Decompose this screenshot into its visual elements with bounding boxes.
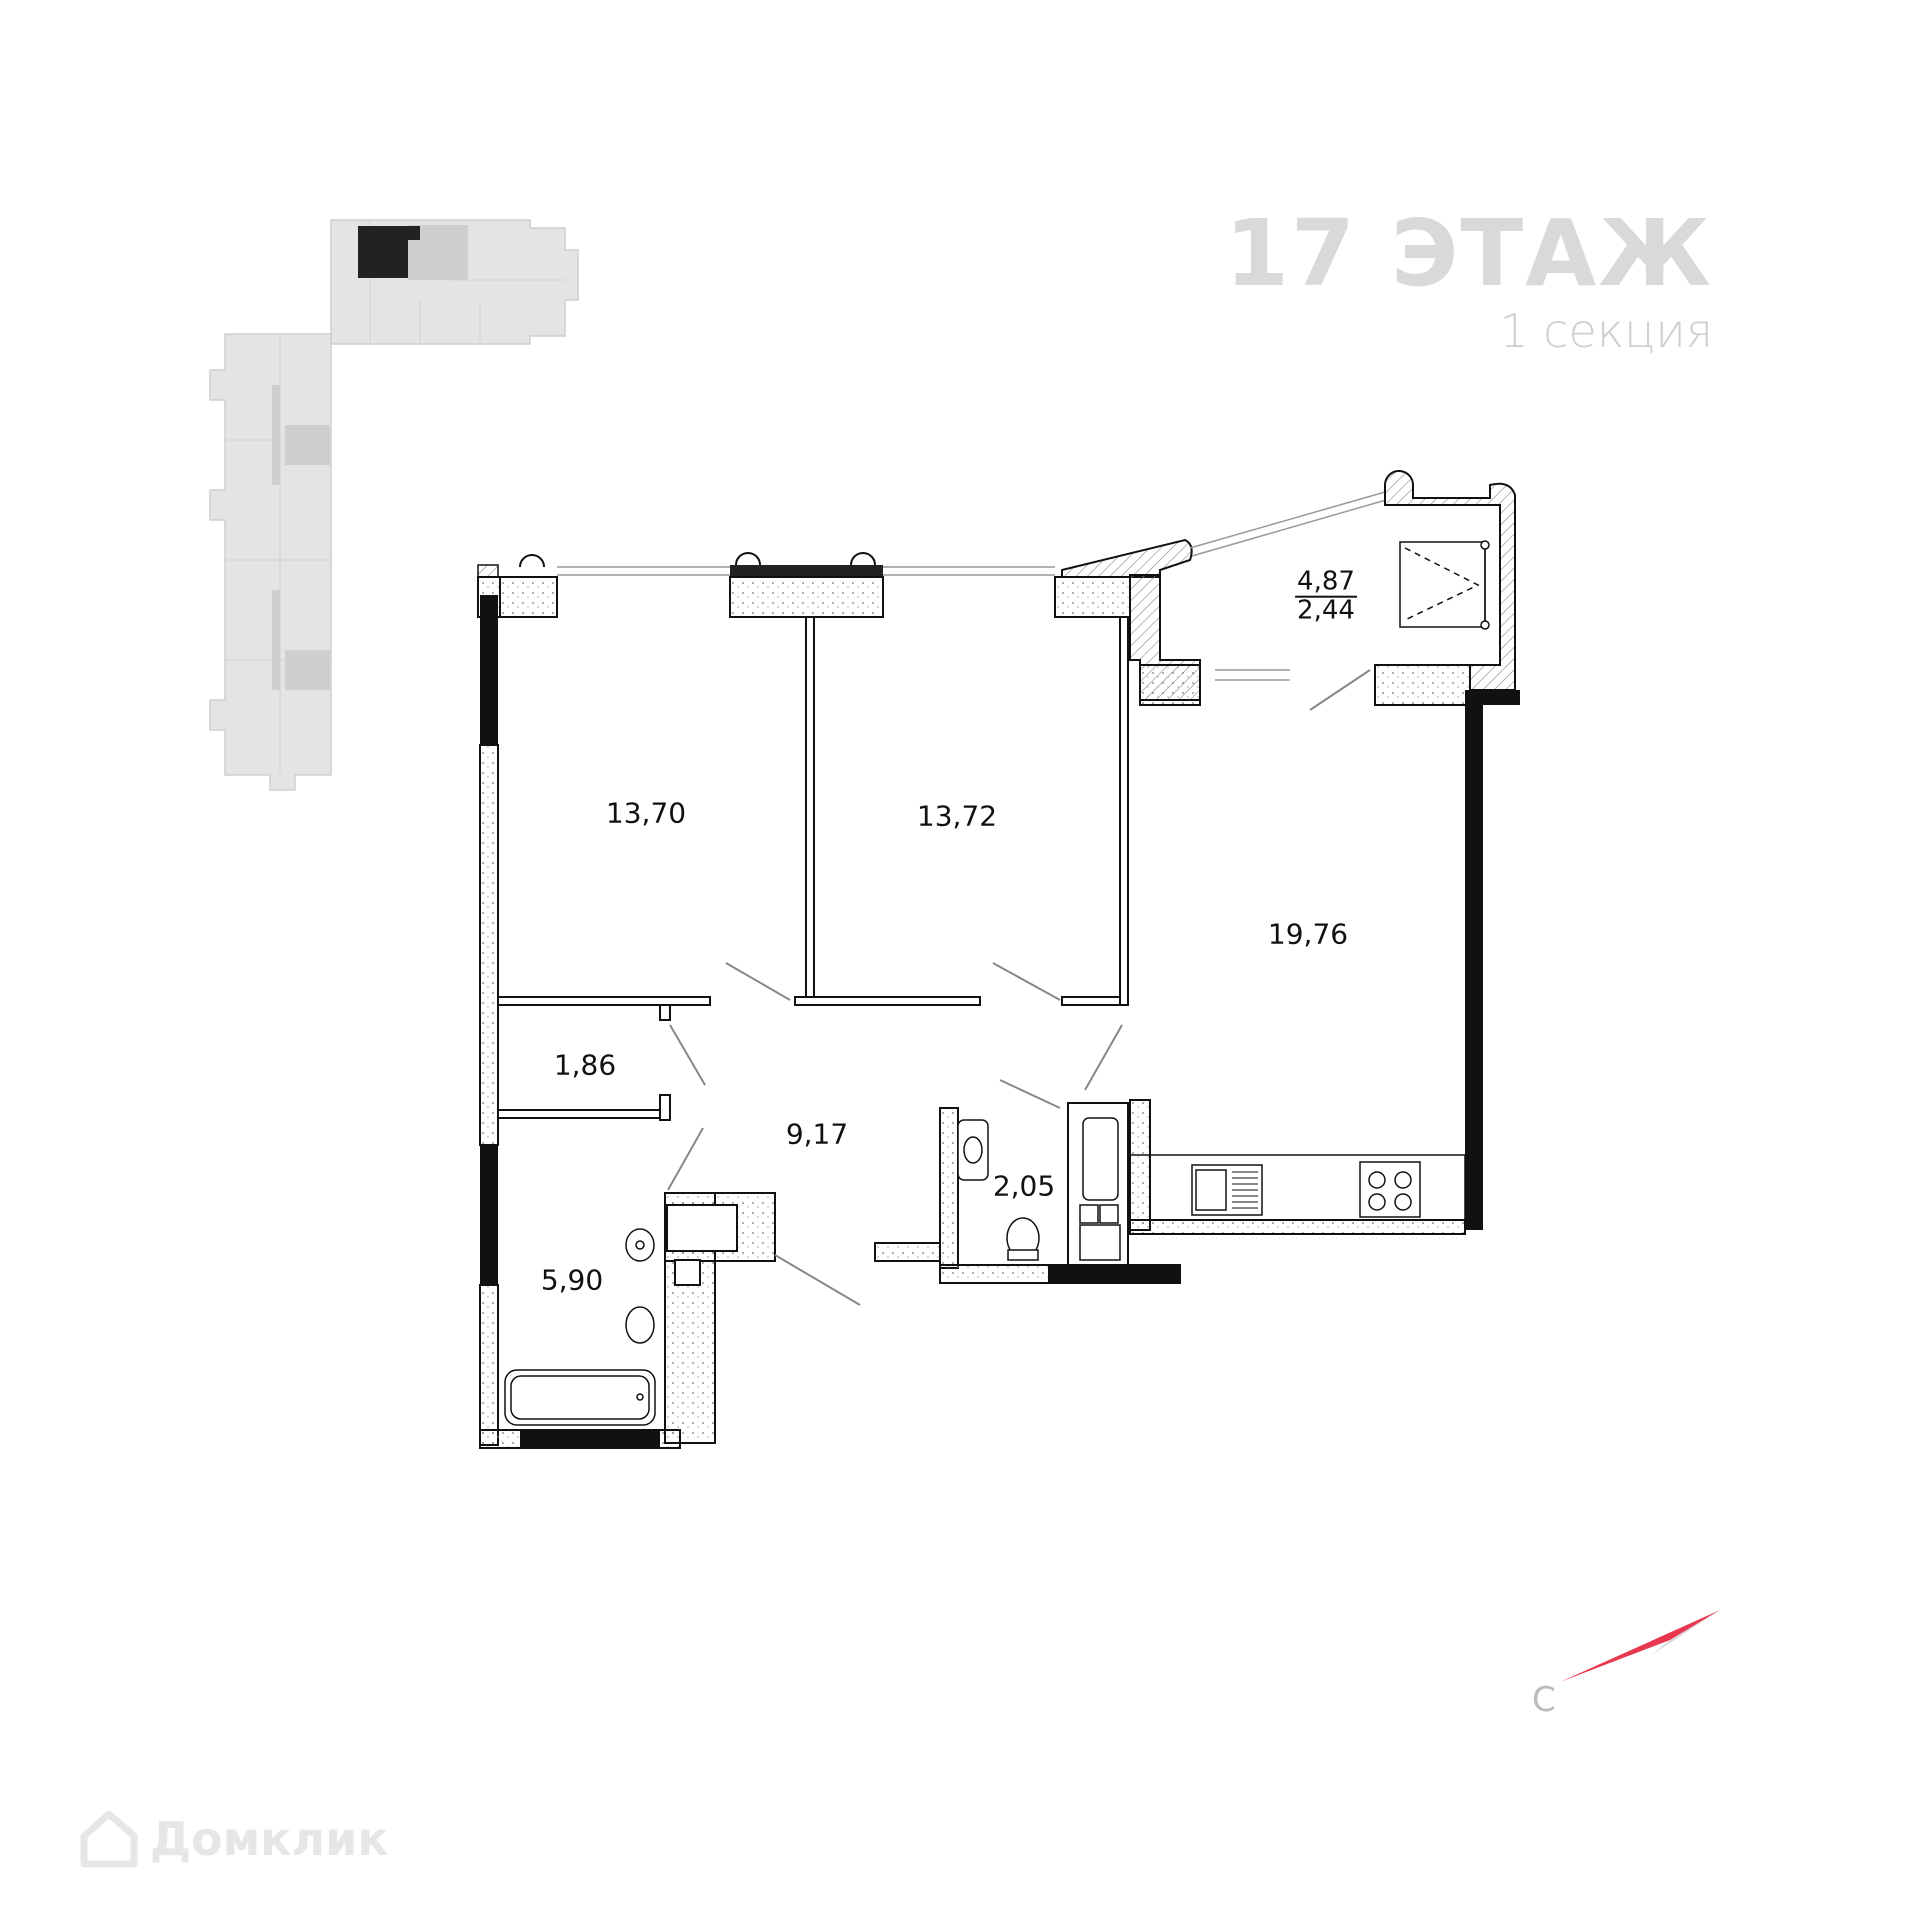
compass-arrow-icon [1560, 1610, 1720, 1682]
watermark-brand: Домклик [150, 1812, 389, 1866]
compass-north-label: С [1532, 1680, 1556, 1720]
room-area-bedroom-2: 13,72 [916, 799, 998, 833]
key-plan [209, 219, 579, 791]
fixtures [504, 540, 1490, 1426]
section-subtitle: 1 секция [1499, 304, 1713, 358]
balcony-area-reduced: 2,44 [1297, 596, 1355, 626]
doors [667, 669, 1371, 1306]
room-area-toilet: 2,05 [992, 1169, 1056, 1203]
room-area-storage: 1,86 [553, 1048, 617, 1082]
room-area-hallway: 9,17 [785, 1117, 849, 1151]
room-area-living-kitchen: 19,76 [1267, 917, 1349, 951]
balcony-area-total: 4,87 [1295, 566, 1357, 598]
house-icon [80, 1810, 138, 1868]
walls [477, 470, 1520, 1449]
floor-title: 17 ЭТАЖ [1224, 200, 1713, 307]
watermark-logo: Домклик [78, 1808, 389, 1870]
balcony-area: 4,87 2,44 [1295, 566, 1357, 626]
room-area-bedroom-1: 13,70 [605, 796, 687, 830]
key-plan-highlight [358, 226, 408, 278]
room-area-bathroom: 5,90 [540, 1263, 604, 1297]
